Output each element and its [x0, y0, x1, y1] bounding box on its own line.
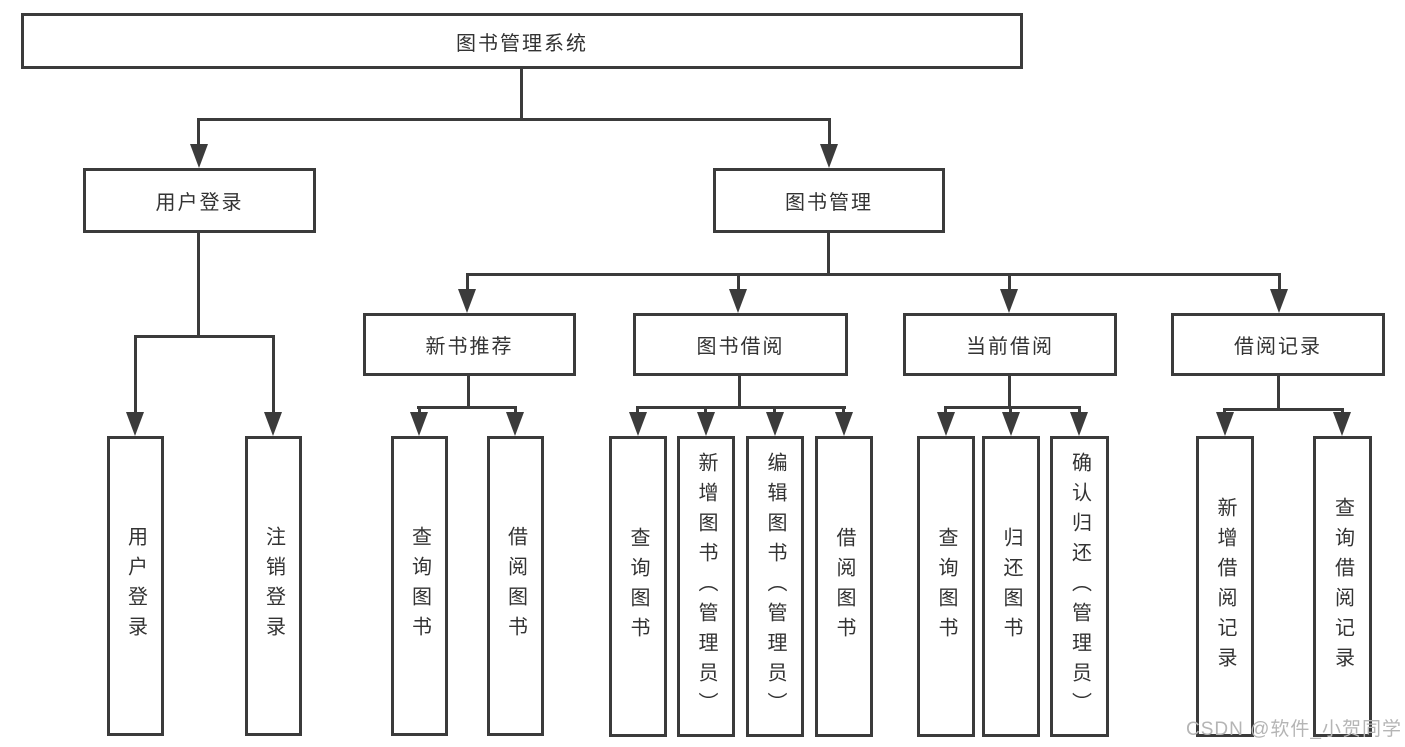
connector-nb-leaf2	[514, 406, 517, 414]
connector-to-book-management	[828, 118, 831, 148]
arrow-bb-leaf4	[835, 412, 853, 436]
leaf-query-books-recommend: 查询图书	[391, 436, 448, 736]
connector-user-login-branch	[134, 335, 275, 338]
connector-cb-leaf2	[1009, 406, 1012, 414]
connector-book-borrowing-branch	[636, 406, 846, 409]
arrow-to-borrowing-records	[1270, 289, 1288, 313]
arrow-bb-leaf2	[697, 412, 715, 436]
node-borrowing-records: 借阅记录	[1171, 313, 1385, 376]
leaf-logout-login: 注销登录	[245, 436, 302, 736]
arrow-cb-leaf1	[937, 412, 955, 436]
leaf-user-login: 用户登录	[107, 436, 164, 736]
node-new-book-recommendation: 新书推荐	[363, 313, 576, 376]
leaf-query-books-current: 查询图书	[917, 436, 975, 737]
arrow-bb-leaf3	[766, 412, 784, 436]
connector-bb-leaf1	[636, 406, 639, 414]
node-book-management: 图书管理	[713, 168, 945, 233]
leaf-edit-books-admin: 编辑图书（管理员）	[746, 436, 804, 737]
connector-new-book-branch	[417, 406, 517, 409]
leaf-confirm-return-admin: 确认归还（管理员）	[1050, 436, 1109, 737]
connector-book-management-stem	[827, 232, 830, 274]
arrow-nb-leaf1	[410, 412, 428, 436]
arrow-to-new-book	[458, 289, 476, 313]
connector-to-user-login	[197, 118, 200, 148]
connector-current-borrowing-branch	[944, 406, 1081, 409]
connector-to-borrowing-records	[1278, 273, 1281, 293]
arrow-nb-leaf2	[506, 412, 524, 436]
connector-to-book-borrowing	[737, 273, 740, 293]
node-book-borrowing: 图书借阅	[633, 313, 848, 376]
leaf-add-borrow-record: 新增借阅记录	[1196, 436, 1254, 737]
watermark: CSDN @软件_小贺同学	[1186, 719, 1402, 740]
connector-to-current-borrowing	[1008, 273, 1011, 293]
leaf-borrow-books-borrowing: 借阅图书	[815, 436, 873, 737]
connector-new-book-stem	[467, 375, 470, 408]
node-current-borrowing: 当前借阅	[903, 313, 1117, 376]
connector-cb-leaf1	[944, 406, 947, 414]
connector-bb-leaf2	[704, 406, 707, 414]
leaf-query-books-borrowing: 查询图书	[609, 436, 667, 737]
connector-root-branch	[197, 118, 831, 121]
connector-to-leaf-user-login	[134, 335, 137, 415]
arrow-to-current-borrowing	[1000, 289, 1018, 313]
leaf-borrow-books-recommend: 借阅图书	[487, 436, 544, 736]
connector-br-leaf2	[1341, 408, 1344, 414]
connector-bb-leaf3	[773, 406, 776, 414]
node-library-system: 图书管理系统	[21, 13, 1023, 69]
connector-br-leaf1	[1223, 408, 1226, 414]
connector-bb-leaf4	[842, 406, 845, 414]
arrow-to-leaf-logout	[264, 412, 282, 436]
arrow-to-leaf-user-login	[126, 412, 144, 436]
arrow-to-user-login	[190, 144, 208, 168]
connector-cb-leaf3	[1078, 406, 1081, 414]
connector-current-borrowing-stem	[1008, 375, 1011, 408]
connector-to-leaf-logout	[272, 335, 275, 415]
arrow-to-book-management	[820, 144, 838, 168]
connector-borrowing-records-branch	[1223, 408, 1344, 411]
node-user-login: 用户登录	[83, 168, 316, 233]
leaf-add-books-admin: 新增图书（管理员）	[677, 436, 735, 737]
connector-book-management-branch	[466, 273, 1281, 276]
leaf-return-books: 归还图书	[982, 436, 1040, 737]
connector-book-borrowing-stem	[738, 375, 741, 408]
connector-to-new-book	[466, 273, 469, 293]
arrow-to-book-borrowing	[729, 289, 747, 313]
connector-root-stem	[520, 68, 523, 120]
arrow-cb-leaf3	[1070, 412, 1088, 436]
arrow-br-leaf2	[1333, 412, 1351, 436]
arrow-bb-leaf1	[629, 412, 647, 436]
connector-nb-leaf1	[418, 406, 421, 414]
arrow-br-leaf1	[1216, 412, 1234, 436]
connector-user-login-stem	[197, 232, 200, 336]
leaf-query-borrow-record: 查询借阅记录	[1313, 436, 1372, 737]
connector-borrowing-records-stem	[1277, 375, 1280, 410]
arrow-cb-leaf2	[1002, 412, 1020, 436]
